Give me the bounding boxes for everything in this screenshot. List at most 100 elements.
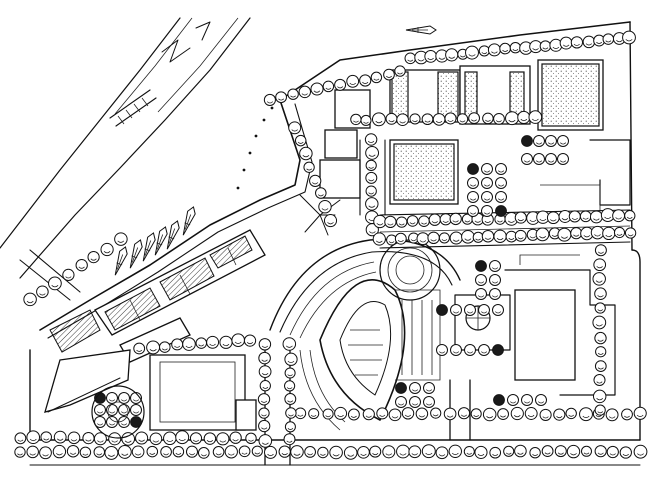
tree	[514, 211, 527, 224]
tree-shadow	[404, 414, 412, 417]
tree-shadow	[615, 217, 622, 220]
tree	[370, 71, 383, 84]
tree-shadow	[596, 266, 603, 269]
tree	[624, 227, 637, 239]
tree	[521, 394, 533, 406]
tree	[290, 445, 304, 459]
tree	[94, 404, 106, 416]
tree	[594, 244, 607, 257]
tree	[546, 211, 560, 225]
tree	[487, 43, 501, 57]
tree	[545, 135, 557, 147]
tree	[146, 445, 159, 458]
shoreline-dots	[236, 106, 274, 190]
tree-shadow	[310, 414, 317, 417]
tree	[528, 110, 543, 124]
tree-shadow	[481, 311, 488, 314]
tree-shadow	[398, 403, 405, 406]
tree-shadow	[111, 440, 118, 443]
tree-shadow	[97, 423, 104, 426]
tree	[258, 407, 270, 419]
tree-shadow	[399, 453, 407, 456]
tree	[592, 389, 607, 404]
tree	[283, 433, 296, 446]
tree-shadow	[262, 386, 269, 389]
central-plaza	[269, 194, 491, 431]
tree-shadow	[365, 415, 372, 418]
tree-shadow	[442, 220, 449, 223]
tree-shadow	[96, 453, 103, 456]
tree	[117, 444, 132, 459]
tree-shadow	[536, 142, 543, 145]
tree	[396, 113, 409, 127]
tree-shadow	[320, 453, 326, 456]
tree-shadow	[286, 440, 293, 443]
tree	[357, 445, 370, 459]
tree-shadow	[417, 59, 425, 62]
river-channel	[0, 17, 251, 301]
tree-shadow	[582, 217, 589, 220]
tree	[416, 232, 430, 246]
tree-shadow	[605, 40, 612, 43]
tree-shadow	[531, 118, 539, 121]
tree-shadow	[109, 411, 116, 414]
tree-shadow	[375, 120, 383, 124]
tree	[212, 446, 225, 458]
round-plaza-southwest	[91, 385, 145, 439]
tree	[104, 445, 119, 460]
tree	[497, 408, 510, 421]
tree-shadow	[307, 453, 314, 456]
tree-shadow	[26, 300, 34, 304]
tree-shadow	[452, 239, 460, 242]
tree	[299, 146, 313, 161]
tree	[602, 226, 616, 241]
tree	[206, 335, 220, 349]
tree-shadow	[573, 43, 580, 46]
tree-shadow	[133, 411, 140, 414]
tree-shadow	[626, 216, 633, 219]
tree-shadow	[594, 234, 601, 237]
tree-shadow	[353, 120, 359, 123]
tree-shadow	[560, 142, 567, 145]
tree-shadow	[241, 452, 248, 455]
tree-shadow	[17, 453, 23, 456]
tree-shadow	[432, 414, 439, 417]
tree-shadow	[325, 415, 331, 418]
tree-shadow	[82, 453, 89, 456]
tree	[322, 80, 335, 93]
tree-shadow	[438, 454, 446, 457]
tree	[492, 304, 504, 316]
tree	[489, 288, 501, 300]
tree-shadow	[107, 454, 115, 457]
tree	[52, 444, 67, 459]
tree-shadow	[360, 453, 367, 456]
tree-shadow	[163, 453, 169, 456]
tree-shadow	[529, 236, 536, 239]
tree	[238, 445, 251, 458]
tree-shadow	[313, 90, 321, 93]
tree-shadow	[407, 59, 414, 62]
tree-shadow	[624, 415, 630, 418]
tree	[594, 331, 607, 345]
tree-shadow	[306, 168, 313, 171]
tree-shadow	[222, 343, 230, 347]
tree	[421, 444, 436, 459]
tree-shadow	[609, 453, 616, 456]
tree	[482, 407, 497, 422]
tree-shadow	[291, 129, 298, 132]
tree-shadow	[597, 309, 604, 312]
tree-shadow	[42, 454, 49, 457]
tree-shadow	[288, 414, 294, 417]
tree	[595, 346, 607, 358]
tree	[590, 225, 605, 240]
tree-shadow	[448, 56, 456, 59]
tree-shadow	[561, 218, 569, 221]
tree	[67, 431, 81, 445]
tree-shadow	[337, 86, 344, 89]
tree-shadow	[625, 39, 633, 42]
tree	[461, 229, 475, 244]
tree	[40, 431, 52, 443]
tree-shadow	[373, 78, 380, 81]
tree-shadow	[29, 453, 36, 456]
tree	[495, 191, 507, 203]
